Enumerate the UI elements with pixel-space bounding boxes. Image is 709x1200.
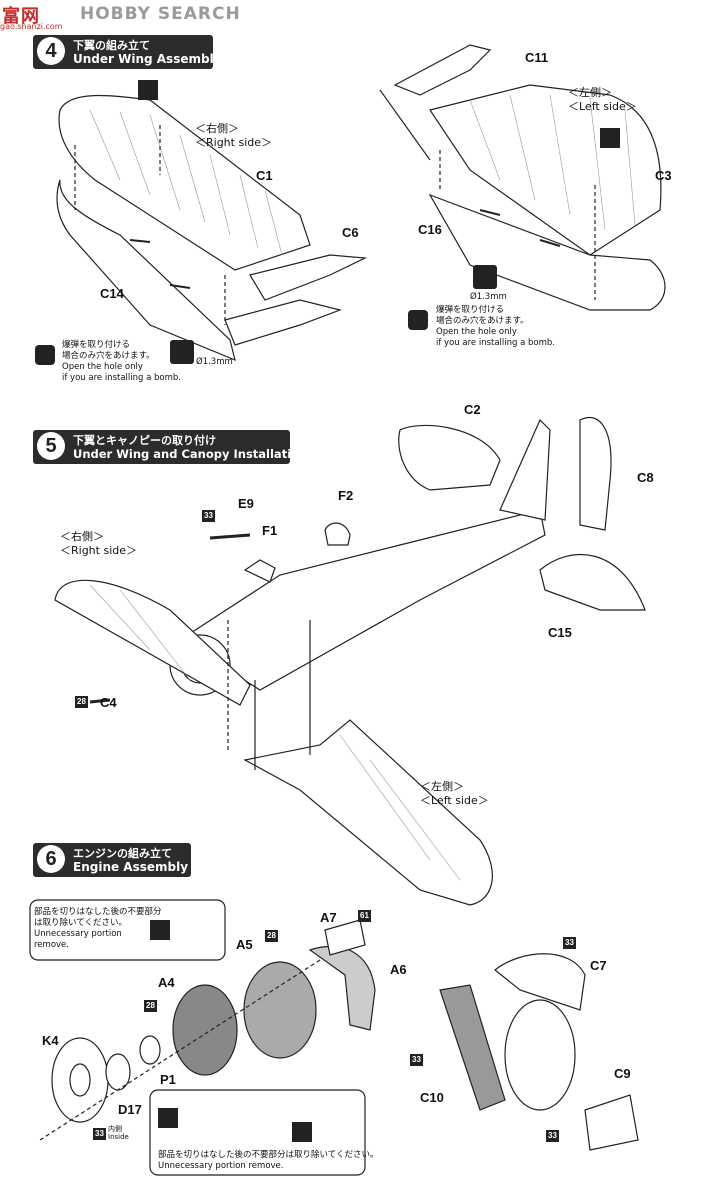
part-label-c3: C3 [655,168,672,183]
cut-note-top: 部品を切りはなした後の不要部分 は取り除いてください。 Unnecessary … [34,907,162,951]
step-5-header: 5 下翼とキャノピーの取り付け Under Wing and Canopy In… [33,430,307,464]
cut-tool-icon [292,1122,312,1142]
engine-drawing [39,919,639,1151]
paint-color-badge: 28 [144,1000,157,1012]
left-side-label-jp: ＜左側＞ [420,780,464,793]
part-label-k4: K4 [42,1033,59,1048]
part-label-p1: P1 [160,1072,176,1087]
part-label-c9: C9 [614,1066,631,1081]
left-side-label: ＜左側＞ ＜Left side＞ [420,780,489,808]
part-label-c11: C11 [525,50,549,65]
part-label-c6: C6 [342,225,359,240]
cut-tool-icon [158,1108,178,1128]
bomb-note-en2: if you are installing a bomb. [436,338,555,348]
part-label-c8: C8 [637,470,654,485]
bomb-note-en1: Open the hole only [62,362,143,372]
bomb-icon [35,345,55,365]
left-side-label-jp: ＜左側＞ [568,86,612,99]
watermark-url: gao.shanzi.com [0,22,63,31]
step-4-number: 4 [37,37,65,65]
cut-note-bottom-jp: 部品を切りはなした後の不要部分は取り除いてください。 [158,1150,379,1160]
part-label-c4: C4 [100,695,117,710]
bomb-note-left: 爆弾を取り付ける 場合のみ穴をあけます。 Open the hole only … [436,305,555,349]
step-6-number: 6 [37,845,65,873]
right-side-label-en: ＜Right side＞ [195,136,272,149]
paint-color-badge: 33 [546,1130,559,1142]
right-side-label: ＜右側＞ ＜Right side＞ [195,122,272,150]
part-label-f2: F2 [338,488,354,503]
cut-tool-icon [600,128,620,148]
part-label-c10: C10 [420,1090,444,1105]
cut-note-bottom-en: Unnecessary portion remove. [158,1161,284,1171]
bomb-note-jp2: 場合のみ穴をあけます。 [436,316,529,326]
paint-color-badge: 28 [75,696,88,708]
right-side-label-en: ＜Right side＞ [60,544,137,557]
right-side-label: ＜右側＞ ＜Right side＞ [60,530,137,558]
bomb-note-right: 爆弾を取り付ける 場合のみ穴をあけます。 Open the hole only … [62,340,181,384]
cut-note-top-en2: remove. [34,940,69,950]
part-label-c15: C15 [548,625,572,640]
step-6-title-jp: エンジンの組み立て [73,847,172,860]
inside-label-en: Inside [108,1133,129,1141]
part-label-c7: C7 [590,958,607,973]
part-label-c14: C14 [100,286,124,301]
left-side-label-en: ＜Left side＞ [568,100,637,113]
part-label-f1: F1 [262,523,278,538]
part-label-c2: C2 [464,402,481,417]
step-4-header: 4 下翼の組み立て Under Wing Assembly [33,35,222,69]
watermark-text: HOBBY SEARCH [80,4,241,24]
part-label-a5: A5 [236,937,253,952]
step-4-title-en: Under Wing Assembly [73,52,222,66]
aircraft-drawing [54,417,646,906]
paint-color-badge: 33 [563,937,576,949]
part-label-d17: D17 [118,1102,142,1117]
watermark-logo: 富网 [2,6,40,27]
cut-tool-icon [138,80,158,100]
inside-label-jp: 内側 [108,1125,122,1133]
part-label-a6: A6 [390,962,407,977]
paint-color-badge: 61 [358,910,371,922]
left-side-label-en: ＜Left side＞ [420,794,489,807]
step-5-title-en: Under Wing and Canopy Installation [73,447,308,461]
step-5-title-jp: 下翼とキャノピーの取り付け [73,434,216,447]
cut-tool-icon [150,920,170,940]
step-6-header: 6 エンジンの組み立て Engine Assembly [33,843,191,877]
part-label-c16: C16 [418,222,442,237]
step-5-number: 5 [37,432,65,460]
inside-label: 内側 Inside [108,1125,129,1141]
paint-color-badge: 28 [265,930,278,942]
paint-color-badge: 33 [410,1054,423,1066]
drill-bit-icon [170,340,194,364]
hole-size-label: Ø1.3mm [470,292,507,302]
bomb-note-jp2: 場合のみ穴をあけます。 [62,351,155,361]
cut-note-top-en1: Unnecessary portion [34,929,122,939]
watermark: 富网 HOBBY SEARCH gao.shanzi.com [0,0,260,31]
cut-note-top-jp1: 部品を切りはなした後の不要部分 [34,907,162,917]
part-label-e9: E9 [238,496,254,511]
paint-color-badge: 33 [93,1128,106,1140]
bomb-note-jp1: 爆弾を取り付ける [62,340,131,350]
bomb-note-en1: Open the hole only [436,327,517,337]
step-6-title-en: Engine Assembly [73,860,189,874]
right-wing-drawing [56,94,368,362]
bomb-icon [408,310,428,330]
hole-size-label: Ø1.3mm [196,357,233,367]
right-side-label-jp: ＜右側＞ [60,530,104,543]
cut-note-top-jp2: は取り除いてください。 [34,918,127,928]
part-label-a4: A4 [158,975,175,990]
part-label-c1: C1 [256,168,273,183]
left-wing-drawing [379,44,666,311]
step-4-title-jp: 下翼の組み立て [73,39,150,52]
right-side-label-jp: ＜右側＞ [195,122,239,135]
paint-color-badge: 33 [202,510,215,522]
left-side-label: ＜左側＞ ＜Left side＞ [568,86,637,114]
cut-note-bottom: 部品を切りはなした後の不要部分は取り除いてください。 Unnecessary p… [158,1150,379,1172]
drill-bit-icon [473,265,497,289]
part-label-a7: A7 [320,910,337,925]
bomb-note-jp1: 爆弾を取り付ける [436,305,505,315]
bomb-note-en2: if you are installing a bomb. [62,373,181,383]
